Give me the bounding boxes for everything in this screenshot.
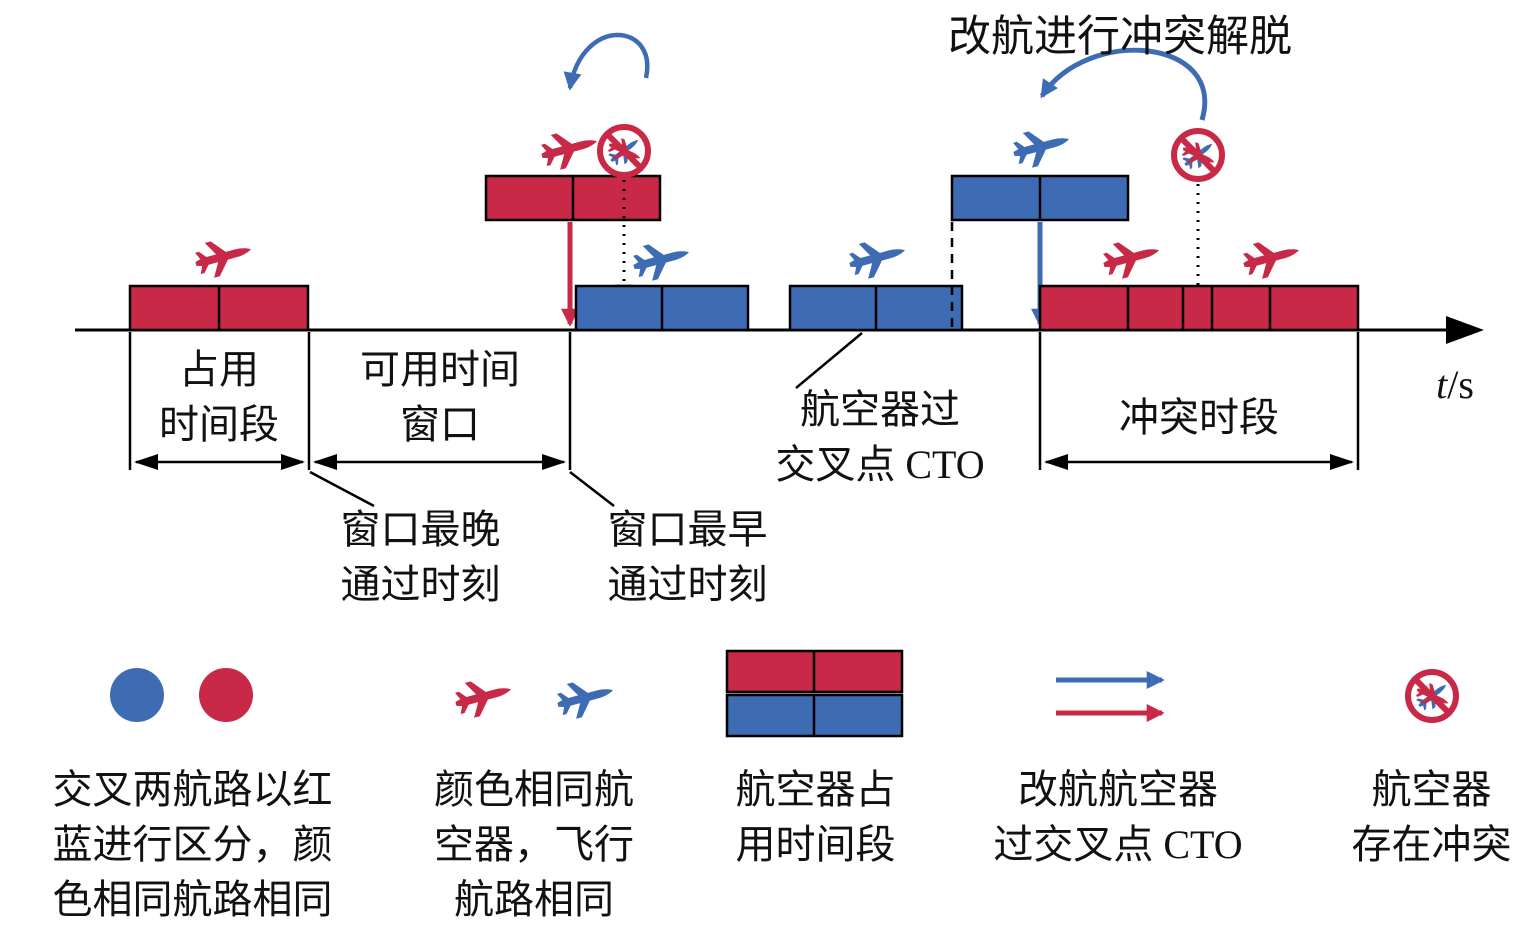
red-airplane-icon (191, 231, 256, 282)
legend-occupied-blocks (725, 649, 904, 738)
axis-arrowhead-icon (1446, 316, 1484, 344)
legend-occupied-block-line1: 航空器占 (735, 767, 896, 812)
latest-pass-line1: 窗口最晚 (340, 507, 501, 552)
legend-aircraft-colors-line2: 空器，飞行 (434, 822, 634, 868)
legend-route-colors-line3: 色相同航路相同 (52, 877, 333, 923)
legend-aircraft-colors-line3: 航路相同 (454, 877, 614, 923)
earliest-pass-line2: 通过时刻 (607, 562, 768, 608)
cto-crossing-line1: 航空器过 (800, 387, 960, 432)
cto-leader-line (795, 332, 863, 389)
elevated-block-blue (950, 174, 1130, 222)
legend-route-colors-line1: 交叉两航路以红 (52, 767, 333, 812)
legend-conflict-icon-line1: 航空器 (1371, 767, 1492, 812)
legend-conflict-icon-line2: 存在冲突 (1351, 822, 1512, 868)
legend-aircraft-colors-text: 颜色相同航 空器，飞行 航路相同 (403, 762, 665, 928)
earliest-pass-line1: 窗口最早 (607, 507, 768, 552)
conflict-icon (1174, 131, 1222, 179)
legend-reroute-arrow-text: 改航航空器 过交叉点 CTO (953, 762, 1283, 872)
dimension-boundaries (128, 332, 1360, 470)
blue-route-dot-icon (110, 668, 164, 722)
red-airplane-icon (1239, 232, 1304, 283)
latest-leader-line (309, 470, 375, 508)
conflict-block-red (1038, 284, 1360, 332)
legend-occupied-block-text: 航空器占 用时间段 (703, 762, 928, 872)
blue-airplane-icon (629, 234, 694, 285)
legend-aircraft-colors-line1: 颜色相同航 (434, 767, 634, 812)
legend-reroute-arrow-line1: 改航航空器 (1018, 767, 1218, 812)
occupied-block-blue-2 (788, 284, 964, 332)
red-airplane-icon (1099, 232, 1164, 283)
earliest-pass-time-label: 窗口最早 通过时刻 (565, 502, 810, 612)
red-airplane-icon (451, 671, 516, 722)
occupied-period-line1: 占用 (179, 347, 259, 392)
blue-airplane-icon (845, 232, 910, 283)
conflict-period-label: 冲突时段 (1119, 395, 1279, 440)
latest-pass-time-label: 窗口最晚 通过时刻 (298, 502, 543, 612)
conflict-icon (1408, 672, 1456, 720)
legend-route-colors-text: 交叉两航路以红 蓝进行区分，颜 色相同航路相同 (5, 762, 380, 928)
axis-unit-s: /s (1447, 362, 1474, 407)
top-annotation: 改航进行冲突解脱 (948, 14, 1292, 61)
blue-airplane-icon (1009, 121, 1074, 172)
latest-pass-line2: 通过时刻 (340, 562, 501, 608)
cto-crossing-label: 航空器过 交叉点 CTO (735, 382, 1025, 492)
reroute-arc-icon (1039, 47, 1208, 121)
occupied-period-label: 占用 时间段 (119, 342, 319, 452)
legend-occupied-block-line2: 用时间段 (735, 822, 896, 868)
occupied-block-blue-1 (574, 284, 750, 332)
reroute-arc-icon (563, 32, 650, 91)
available-window-line1: 可用时间 (360, 347, 520, 392)
legend-route-colors-line2: 蓝进行区分，颜 (52, 822, 333, 868)
legend-reroute-arrow-line2: 过交叉点 CTO (993, 822, 1243, 868)
red-route-dot-icon (199, 668, 253, 722)
earliest-leader-line (569, 471, 615, 507)
axis-unit-t: t (1436, 362, 1448, 407)
conflict-icon (600, 127, 648, 175)
elevated-block-red (484, 174, 662, 222)
blue-airplane-icon (553, 672, 618, 723)
legend-conflict-icon-text: 航空器 存在冲突 (1328, 762, 1535, 872)
available-window-line2: 窗口 (400, 402, 480, 448)
occupied-period-line2: 时间段 (159, 402, 279, 448)
cto-crossing-line2: 交叉点 CTO (775, 442, 985, 488)
occupied-block-red-left (128, 284, 310, 332)
available-window-label: 可用时间 窗口 (320, 342, 560, 452)
axis-unit-label: t/s (1405, 357, 1505, 412)
red-airplane-icon (537, 123, 602, 174)
